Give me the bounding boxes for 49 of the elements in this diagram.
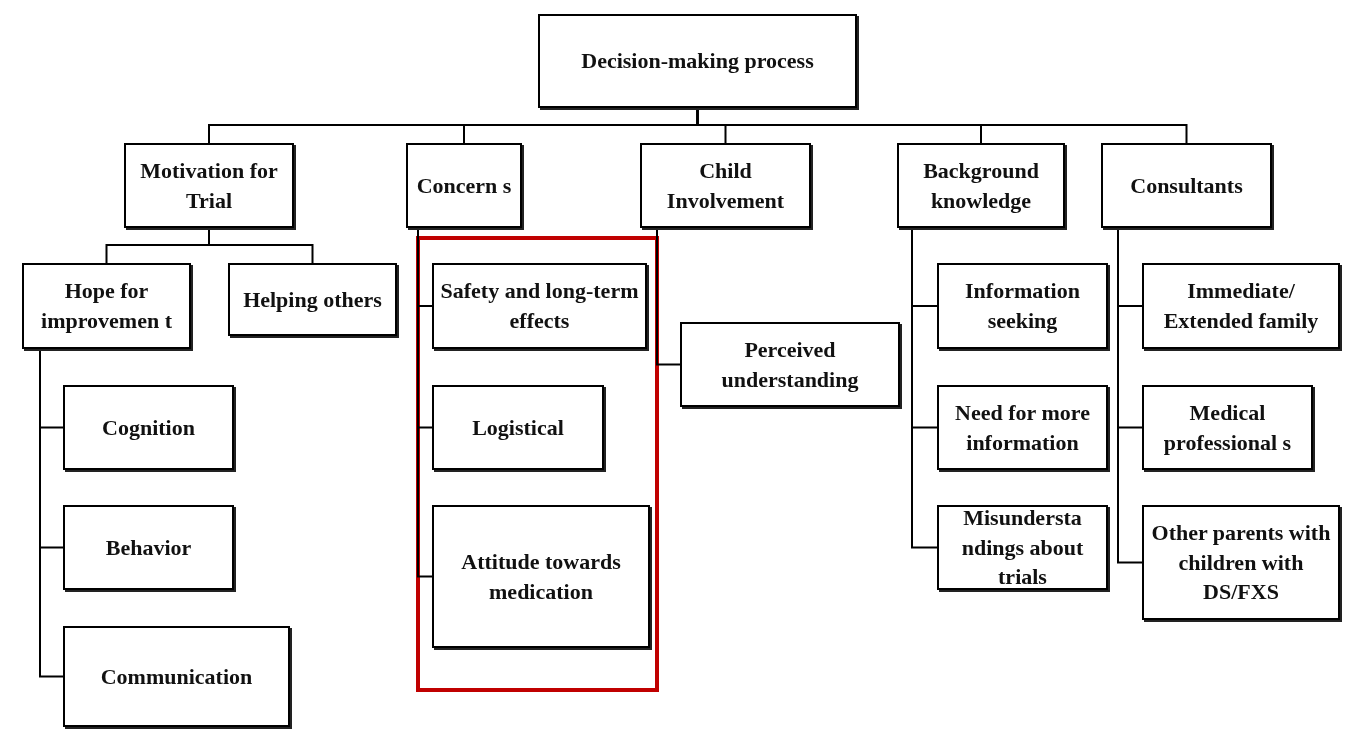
topic-label: Behavior: [105, 533, 192, 562]
topic-box: [680, 322, 900, 407]
topic-box: [432, 505, 650, 648]
connector-line: [208, 227, 314, 264]
topic-box: [432, 385, 604, 470]
topic-label: Attitude towards medication: [460, 547, 622, 606]
topic-label: Need for more information: [954, 398, 1091, 457]
connector-line: [1117, 227, 1143, 564]
topic-label: Cognition: [102, 413, 195, 442]
topic-label: Helping others: [243, 285, 382, 314]
topic-box: [228, 263, 397, 336]
topic-label: Immediate/ Extended family: [1162, 277, 1320, 335]
topic-box: [63, 626, 290, 727]
topic-label: Logistical: [472, 413, 564, 442]
topic-box: [1142, 505, 1340, 620]
topic-label: Hope for improvemen t: [40, 277, 173, 335]
topic-label: Background knowledge: [922, 156, 1040, 215]
topic-box: [124, 143, 294, 228]
topic-box: [897, 143, 1065, 228]
topic-box: [937, 263, 1108, 349]
topic-box: [63, 385, 234, 470]
topic-box: [640, 143, 811, 228]
topic-label: Child Involvement: [665, 156, 786, 215]
topic-box: [538, 14, 857, 108]
connector-line: [417, 227, 433, 578]
connector-line: [911, 227, 938, 549]
topic-box: [1101, 143, 1272, 228]
topic-box: [406, 143, 522, 228]
topic-box: [1142, 385, 1313, 470]
topic-box: [432, 263, 647, 349]
topic-box: [63, 505, 234, 590]
topic-label: Other parents with children with DS/FXS: [1150, 518, 1332, 607]
topic-label: Motivation for Trial: [139, 156, 279, 215]
connector-line: [656, 227, 681, 366]
topic-label: Perceived understanding: [720, 335, 860, 394]
topic-box: [1142, 263, 1340, 349]
topic-label: Safety and long-term effects: [440, 277, 639, 335]
topic-label: Misundersta ndings about trials: [960, 503, 1085, 592]
topic-box: [937, 505, 1108, 590]
topic-label: Concern s: [416, 171, 512, 200]
topic-label: Communication: [100, 662, 253, 691]
connector-line: [39, 348, 64, 678]
topic-label: Information seeking: [964, 277, 1081, 335]
topic-label: Decision-making process: [581, 47, 814, 76]
topic-label: Medical professional s: [1162, 398, 1293, 457]
connector-line: [696, 107, 1188, 144]
topic-box: [937, 385, 1108, 470]
topic-label: Consultants: [1130, 171, 1243, 200]
topic-box: [22, 263, 191, 349]
